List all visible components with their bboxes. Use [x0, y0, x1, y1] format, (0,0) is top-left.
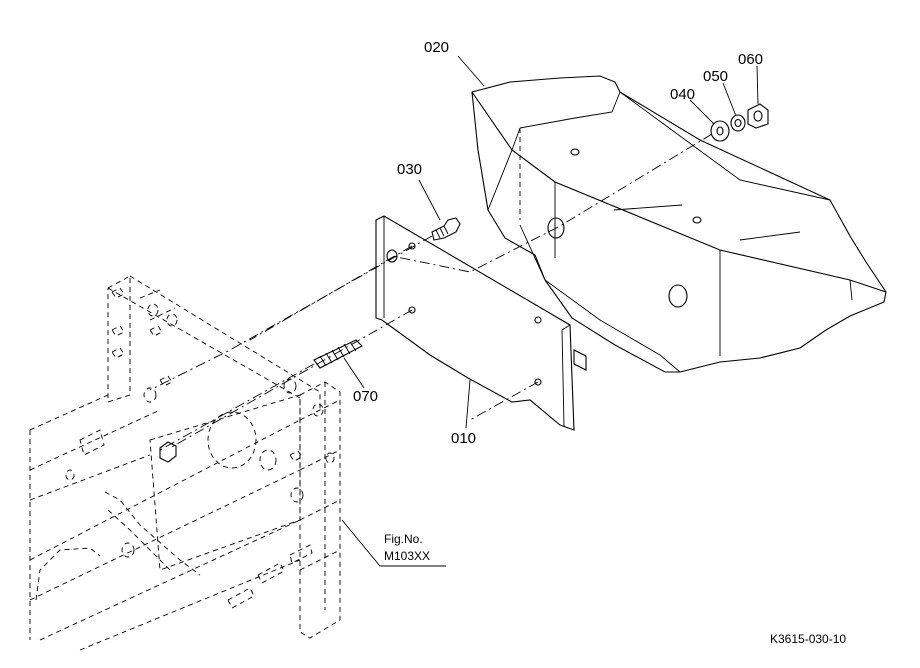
tractor-frame — [29, 275, 341, 651]
nut-060 — [747, 103, 769, 129]
part-label-030: 030 — [397, 161, 422, 178]
washer-040 — [710, 120, 730, 142]
drawing-code: K3615-030-10 — [770, 632, 846, 646]
part-label-060: 060 — [738, 51, 763, 68]
stud-bolt-070 — [313, 339, 363, 369]
bracket-plate-010 — [375, 215, 575, 431]
part-label-050: 050 — [703, 68, 728, 85]
part-label-070: 070 — [353, 388, 378, 405]
bolt-030 — [431, 217, 461, 241]
part-label-010: 010 — [451, 430, 476, 447]
figure-reference-line1: Fig.No. — [384, 532, 423, 546]
part-label-020: 020 — [424, 39, 449, 56]
counterweight-020 — [471, 75, 887, 373]
part-label-040: 040 — [670, 86, 695, 103]
figure-reference-line2: M103XX — [384, 549, 430, 563]
lock-washer-050 — [730, 114, 746, 132]
leader-lines — [341, 55, 759, 567]
center-lines — [149, 133, 713, 451]
